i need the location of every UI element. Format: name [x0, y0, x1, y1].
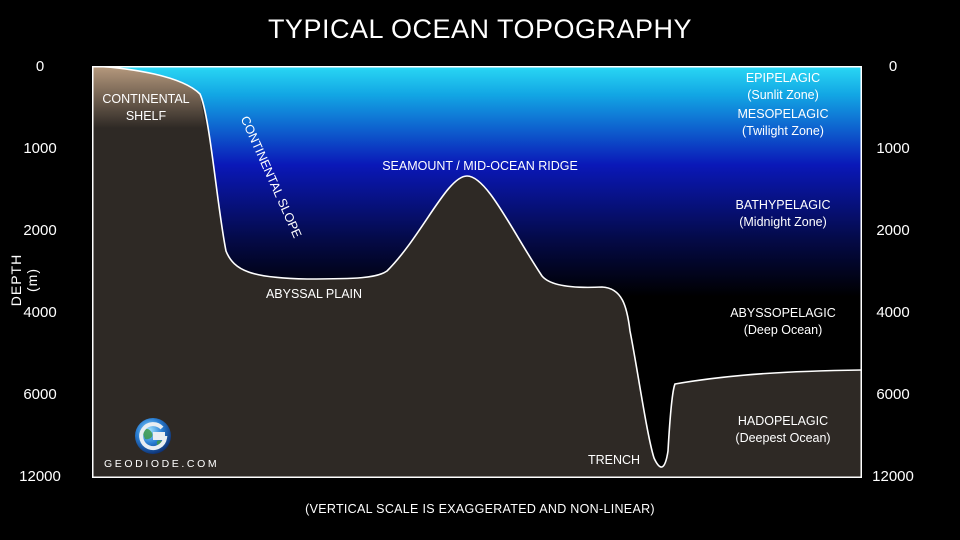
right-tick-12000: 12000: [872, 468, 914, 485]
right-tick-1000: 1000: [876, 140, 910, 157]
footnote: (VERTICAL SCALE IS EXAGGERATED AND NON-L…: [305, 502, 655, 516]
zone-hadopelagic: HADOPELAGIC (Deepest Ocean): [703, 413, 863, 447]
zone-sub: (Midnight Zone): [739, 215, 827, 229]
right-tick-4000: 4000: [876, 304, 910, 321]
zone-abyssopelagic: ABYSSOPELAGIC (Deep Ocean): [703, 305, 863, 339]
zone-sub: (Twilight Zone): [742, 124, 824, 138]
zone-name: BATHYPELAGIC: [735, 198, 831, 212]
zone-name: HADOPELAGIC: [737, 414, 829, 428]
left-tick-0: 0: [35, 58, 45, 75]
seafloor: [92, 66, 862, 478]
globe-g-logo-icon: [135, 418, 171, 454]
brand-text: GEODIODE.COM: [104, 458, 220, 470]
left-tick-12000: 12000: [19, 468, 61, 485]
page-title: TYPICAL OCEAN TOPOGRAPHY: [267, 14, 693, 44]
left-tick-6000: 6000: [23, 386, 57, 403]
ocean-profile: [92, 66, 862, 478]
zone-name: EPIPELAGIC: [745, 71, 821, 85]
zone-name: MESOPELAGIC: [737, 107, 829, 121]
zone-sub: (Deepest Ocean): [735, 431, 831, 445]
left-tick-1000: 1000: [23, 140, 57, 157]
plot-frame: [92, 66, 862, 478]
seamount-label: SEAMOUNT / MID-OCEAN RIDGE: [382, 159, 578, 173]
left-tick-2000: 2000: [23, 222, 57, 239]
right-tick-6000: 6000: [876, 386, 910, 403]
left-tick-4000: 4000: [23, 304, 57, 321]
y-axis-label: DEPTH (m): [8, 253, 40, 307]
zone-epipelagic: EPIPELAGIC (Sunlit Zone): [703, 70, 863, 104]
right-tick-2000: 2000: [876, 222, 910, 239]
zone-mesopelagic: MESOPELAGIC (Twilight Zone): [703, 106, 863, 140]
zone-sub: (Sunlit Zone): [747, 88, 819, 102]
zone-name: ABYSSOPELAGIC: [730, 306, 836, 320]
right-tick-0: 0: [888, 58, 898, 75]
abyssal-plain-label: ABYSSAL PLAIN: [265, 287, 363, 301]
continental-shelf-label: CONTINENTAL SHELF: [102, 92, 190, 123]
zone-sub: (Deep Ocean): [743, 323, 823, 337]
trench-label: TRENCH: [587, 453, 641, 467]
seafloor-outline: [92, 66, 862, 468]
zone-bathypelagic: BATHYPELAGIC (Midnight Zone): [703, 197, 863, 231]
